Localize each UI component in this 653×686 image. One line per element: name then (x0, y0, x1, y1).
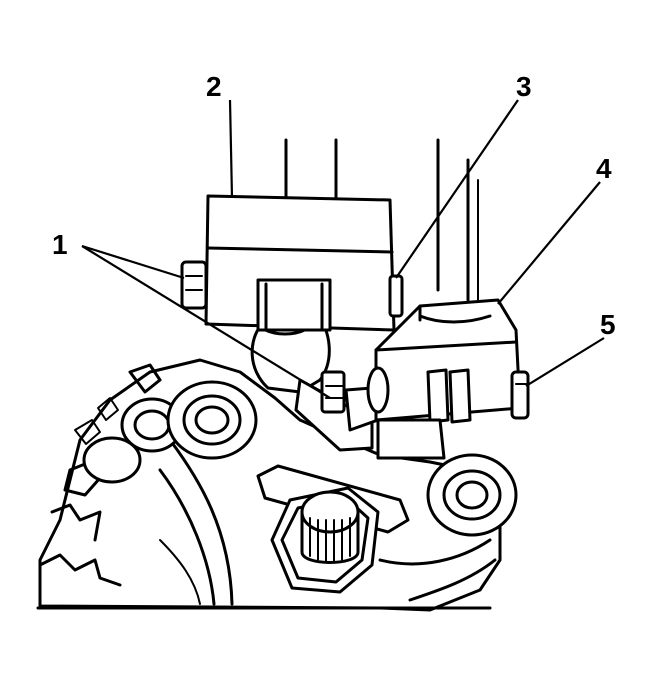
leader-5 (525, 337, 605, 387)
leader-3 (395, 99, 519, 279)
leader-4 (497, 181, 601, 305)
callout-3: 3 (516, 71, 532, 102)
leader-2 (228, 99, 234, 199)
leader-1a (81, 244, 185, 280)
shaft-nut-assembly (256, 464, 410, 594)
cable-bracket-lower (366, 138, 530, 460)
callout-4: 4 (596, 153, 612, 184)
leader-1b (81, 245, 331, 399)
cable-bracket-upper (180, 138, 404, 332)
leader-lines (81, 99, 605, 399)
callout-1: 1 (52, 229, 68, 260)
callout-2: 2 (206, 71, 222, 102)
callout-labels: 1 2 3 4 5 (52, 71, 616, 340)
callout-5: 5 (600, 309, 616, 340)
mounting-bosses (120, 380, 518, 537)
